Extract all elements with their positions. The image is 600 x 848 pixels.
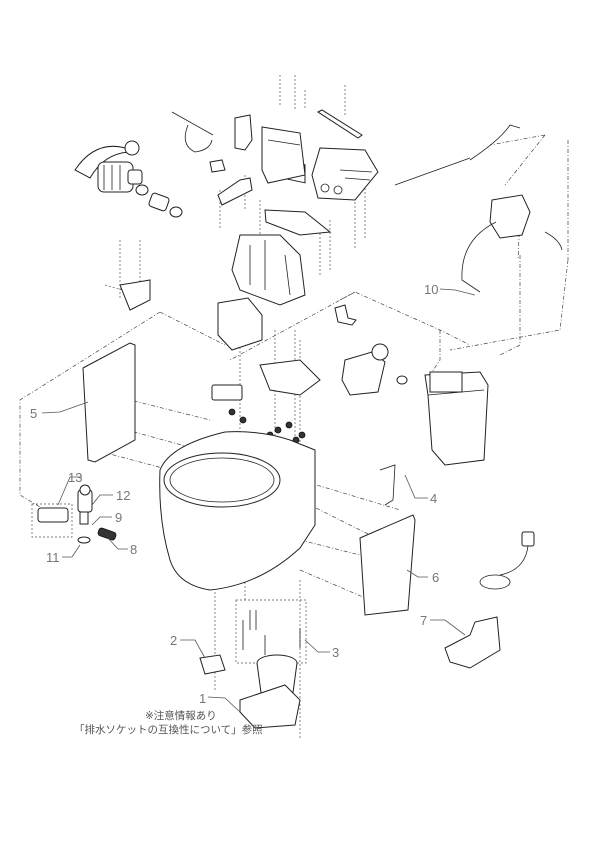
water-tank xyxy=(424,371,489,466)
callout-8: 8 xyxy=(130,542,137,557)
frame-lower xyxy=(217,297,263,351)
lever-bracket xyxy=(217,177,253,206)
mounting-bracket-shape xyxy=(199,654,226,675)
callout-12: 12 xyxy=(116,488,130,503)
pump-assembly xyxy=(74,140,183,218)
callout-2: 2 xyxy=(170,633,177,648)
toilet-bowl xyxy=(159,431,316,591)
caution-note: ※注意情報あり xyxy=(145,710,217,722)
callout-11: 11 xyxy=(46,550,60,565)
power-cord xyxy=(479,531,535,590)
small-clip xyxy=(209,159,226,173)
callout-5: 5 xyxy=(30,406,37,421)
control-box xyxy=(231,126,379,306)
callout-10: 10 xyxy=(424,282,438,297)
callout-4: 4 xyxy=(430,491,437,506)
mount-block xyxy=(211,384,243,401)
mounting-plate xyxy=(259,359,321,396)
leader-lines xyxy=(41,288,476,713)
callout-13: 13 xyxy=(68,470,82,485)
right-side-panel-shape xyxy=(359,514,416,616)
diverter-valve xyxy=(341,343,408,396)
callout-6: 6 xyxy=(432,570,439,585)
callout-1: 1 xyxy=(199,691,206,706)
compatibility-reference-note[interactable]: 「排水ソケットの互換性について」参照 xyxy=(74,724,263,736)
side-bracket-shape xyxy=(379,464,396,506)
left-bracket xyxy=(119,279,151,311)
tray-shape xyxy=(444,616,501,669)
drain-socket-shape xyxy=(239,654,301,729)
wire-harness xyxy=(171,111,214,153)
left-side-panel-shape xyxy=(82,342,136,463)
foam-block xyxy=(234,114,253,151)
valve-assembly-shape xyxy=(37,484,117,544)
callout-3: 3 xyxy=(332,645,339,660)
screws xyxy=(228,408,306,444)
small-bracket xyxy=(334,304,357,326)
callout-9: 9 xyxy=(115,510,122,525)
rod xyxy=(316,109,363,139)
bolt-set-shape xyxy=(242,610,301,655)
water-supply-valve xyxy=(394,124,563,293)
callout-7: 7 xyxy=(420,613,427,628)
